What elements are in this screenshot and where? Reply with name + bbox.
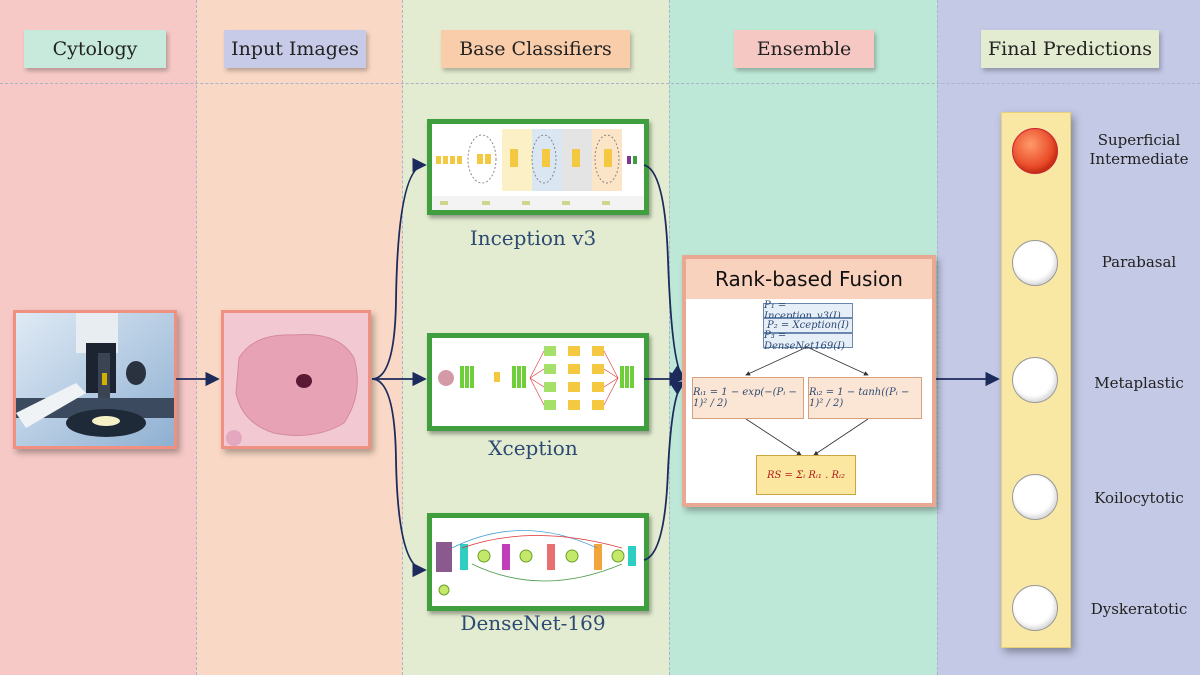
ri1-equation: Rᵢ₁ = 1 − exp(−(Pᵢ − 1)² / 2) (692, 377, 804, 419)
prediction-label-dyskeratotic: Dyskeratotic (1090, 600, 1188, 618)
header-divider (0, 83, 1200, 84)
column-divider (669, 0, 670, 675)
header-final-predictions: Final Predictions (981, 30, 1159, 68)
header-ensemble: Ensemble (734, 30, 874, 68)
header-input-images: Input Images (224, 30, 366, 68)
prediction-label-koilocytotic: Koilocytotic (1094, 489, 1184, 507)
p2-equation: P₂ = Xception(I) (763, 318, 853, 333)
densenet-169-label: DenseNet-169 (460, 611, 606, 635)
header-base-classifiers: Base Classifiers (441, 30, 630, 68)
rs-equation: RS = Σᵢ Rᵢ₁ . Rᵢ₂ (756, 455, 856, 495)
densenet-169-diagram (427, 513, 649, 611)
column-divider (402, 0, 403, 675)
inception-v3-diagram (427, 119, 649, 215)
p1-equation: P₁ = Inception_v3(I) (763, 300, 853, 322)
prediction-label-parabasal: Parabasal (1101, 253, 1177, 271)
prediction-indicator-parabasal (1012, 240, 1058, 286)
p3-equation: P₃ = DenseNet169(I) (763, 330, 853, 352)
ri2-equation: Rᵢ₂ = 1 − tanh((Pᵢ − 1)² / 2) (808, 377, 922, 419)
prediction-indicator-metaplastic (1012, 357, 1058, 403)
prediction-indicator-koilocytotic (1012, 474, 1058, 520)
prediction-label-metaplastic: Metaplastic (1094, 374, 1184, 392)
column-divider (196, 0, 197, 675)
column-divider (937, 0, 938, 675)
xception-label: Xception (488, 436, 578, 460)
rank-based-fusion-panel: Rank-based Fusion P₁ = Inception_v3(I) P… (682, 255, 936, 507)
cell-image (221, 310, 371, 449)
prediction-label-superficial-intermediate: Superficial Intermediate (1089, 131, 1189, 168)
fusion-title: Rank-based Fusion (686, 259, 932, 299)
microscope-image (13, 310, 177, 449)
header-cytology: Cytology (24, 30, 166, 68)
fusion-connectors (745, 346, 869, 456)
prediction-indicator-superficial-intermediate (1012, 128, 1058, 174)
inception-v3-label: Inception v3 (469, 226, 597, 250)
prediction-indicator-dyskeratotic (1012, 585, 1058, 631)
xception-diagram (427, 333, 649, 431)
